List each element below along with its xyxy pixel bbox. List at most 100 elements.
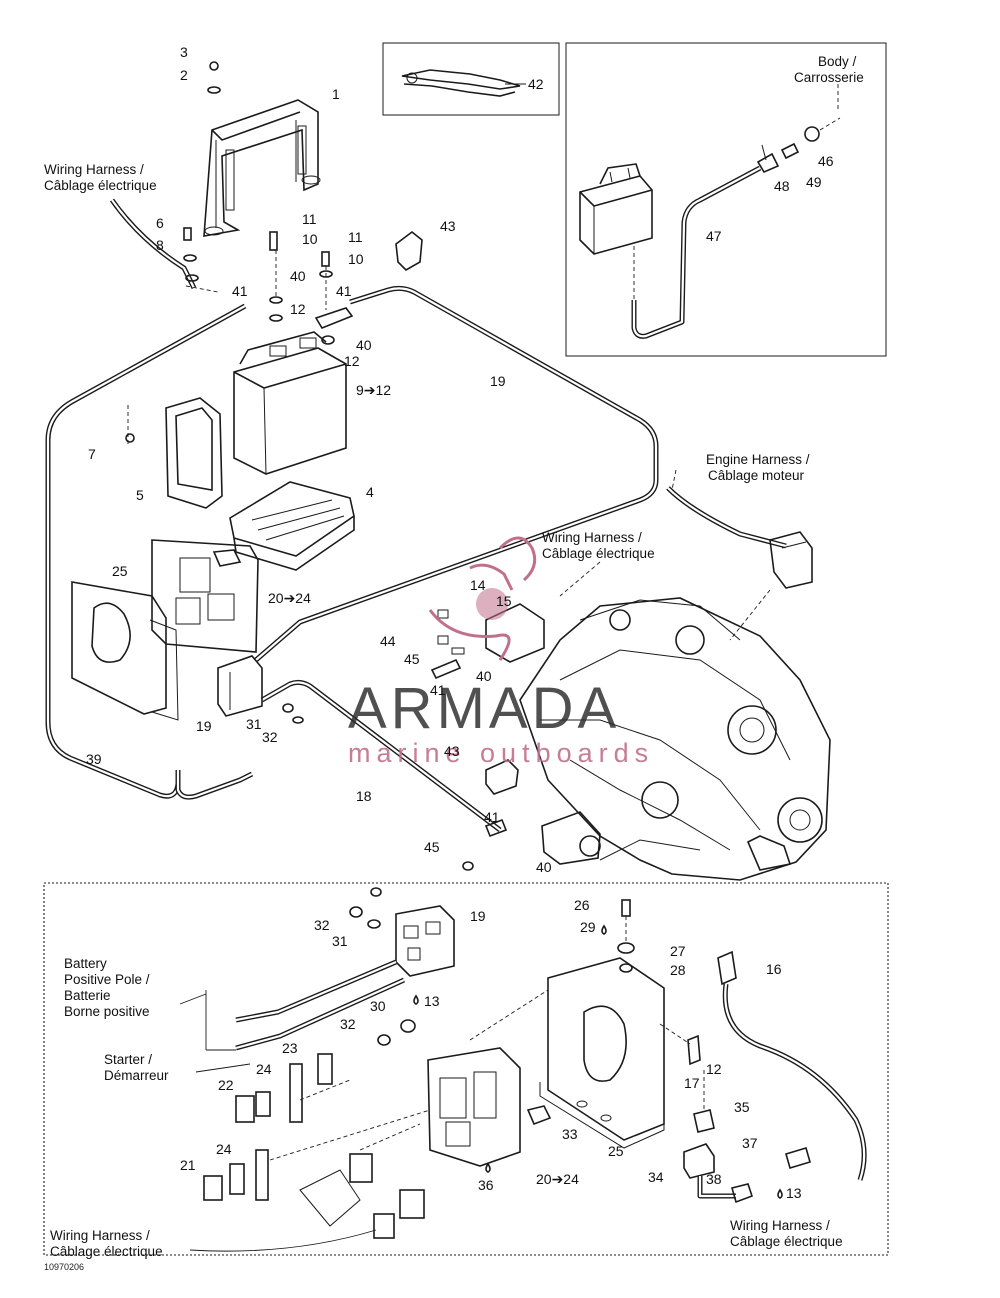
- callout-40b: 40: [356, 337, 372, 353]
- solenoid-15: [437, 603, 545, 663]
- battery: [233, 331, 347, 475]
- hardware-2-3: [207, 61, 221, 94]
- callout-10a: 10: [302, 231, 318, 247]
- callout-11a: 11: [302, 211, 317, 227]
- callout-31b: 31: [332, 933, 348, 949]
- callout-34: 34: [648, 1169, 664, 1185]
- callout-25a: 25: [112, 563, 128, 579]
- note-starter-2: Démarreur: [104, 1068, 169, 1083]
- lower-plate-25: [539, 957, 665, 1149]
- battery-pad: [165, 397, 223, 509]
- callout-37: 37: [742, 1135, 758, 1151]
- callout-40d: 40: [536, 859, 552, 875]
- terminal-lead-41: [430, 658, 508, 871]
- callout-49: 49: [806, 174, 822, 190]
- notes: Wiring Harness / Câblage électrique Body…: [44, 54, 864, 1259]
- inset-frame-tool: [382, 42, 560, 116]
- callout-42: 42: [528, 76, 544, 92]
- callout-32c: 32: [340, 1016, 356, 1032]
- ground-terminal-48-49: [756, 84, 841, 174]
- note-wiring-harness-bl-2: Câblage électrique: [50, 1244, 163, 1259]
- note-wiring-harness-mid-1: Wiring Harness /: [542, 530, 642, 545]
- callout-12b: 12: [344, 353, 360, 369]
- callout-48: 48: [774, 178, 790, 194]
- note-battery-1: Battery: [64, 956, 107, 971]
- callout-8: 8: [156, 237, 164, 253]
- hardware-31-32: [282, 703, 304, 724]
- callout-46: 46: [818, 153, 834, 169]
- note-wiring-harness-mid-2: Câblage électrique: [542, 546, 655, 561]
- callout-30: 30: [370, 998, 386, 1014]
- engine-assembly: [519, 597, 831, 881]
- callout-13b: 13: [786, 1185, 802, 1201]
- callout-31a: 31: [246, 716, 262, 732]
- lower-screws-26-29: [617, 899, 635, 973]
- lower-battery-cables: [205, 959, 406, 1051]
- lower-relay-34: [683, 1109, 754, 1204]
- watermark-logo: ARMADA marine outboards: [348, 536, 648, 768]
- battery-tray: [229, 481, 355, 571]
- note-starter-1: Starter /: [104, 1052, 152, 1067]
- callout-43b: 43: [444, 743, 460, 759]
- note-body-1: Body /: [818, 54, 857, 69]
- terminal-cap-43-top: [395, 230, 423, 271]
- callout-41a: 41: [232, 283, 248, 299]
- callout-28: 28: [670, 962, 686, 978]
- callout-19b: 19: [196, 718, 212, 734]
- note-engine-harness-2: Câblage moteur: [708, 468, 805, 483]
- callout-10b: 10: [348, 251, 364, 267]
- callout-35: 35: [734, 1099, 750, 1115]
- note-wiring-harness-br-1: Wiring Harness /: [730, 1218, 830, 1233]
- callout-29: 29: [580, 919, 596, 935]
- callout-33: 33: [562, 1126, 578, 1142]
- inset-battery: [579, 163, 653, 305]
- callout-16: 16: [766, 961, 782, 977]
- drop-icons: [413, 924, 783, 1199]
- callout-45b: 45: [424, 839, 440, 855]
- lower-relay-19: [395, 905, 455, 977]
- callout-7: 7: [88, 446, 96, 462]
- lower-connector-right: [785, 1147, 811, 1169]
- callout-2: 2: [180, 67, 188, 83]
- callout-24b: 24: [216, 1141, 232, 1157]
- note-battery-4: Borne positive: [64, 1004, 150, 1019]
- crimp-tool: [401, 69, 521, 97]
- callout-32a: 32: [262, 729, 278, 745]
- figure-reference: 10970206: [44, 1262, 84, 1272]
- callout-32b: 32: [314, 917, 330, 933]
- note-wiring-harness-top-2: Câblage électrique: [44, 178, 157, 193]
- callout-41c: 41: [430, 682, 446, 698]
- hardware-6-8: [183, 227, 199, 282]
- callout-20-24a: 20➔24: [268, 590, 311, 606]
- callout-15: 15: [496, 593, 512, 609]
- callout-26: 26: [574, 897, 590, 913]
- callout-14: 14: [470, 577, 486, 593]
- lower-hardware-31-32: [349, 887, 382, 929]
- callout-40c: 40: [476, 668, 492, 684]
- callout-3: 3: [180, 44, 188, 60]
- callout-45a: 45: [404, 651, 420, 667]
- callout-12c: 12: [706, 1061, 722, 1077]
- callout-17: 17: [684, 1075, 700, 1091]
- callout-41d: 41: [484, 809, 500, 825]
- note-wiring-harness-bl-1: Wiring Harness /: [50, 1228, 150, 1243]
- ground-cable-47: [631, 165, 762, 339]
- battery-bracket: [203, 99, 321, 237]
- callout-25b: 25: [608, 1143, 624, 1159]
- callout-40a: 40: [290, 268, 306, 284]
- callout-39: 39: [86, 751, 102, 767]
- lower-module-20-24: [427, 1047, 521, 1167]
- callout-36: 36: [478, 1177, 494, 1193]
- callout-21: 21: [180, 1157, 196, 1173]
- callout-27: 27: [670, 943, 686, 959]
- engine-harness-connector: [666, 486, 813, 589]
- callout-22: 22: [218, 1077, 234, 1093]
- lower-sensor-16: [717, 950, 867, 1181]
- callout-41b: 41: [336, 283, 352, 299]
- callout-18: 18: [356, 788, 372, 804]
- note-battery-2: Positive Pole /: [64, 972, 150, 987]
- callout-6: 6: [156, 215, 164, 231]
- lower-bracket-33: [526, 1105, 552, 1126]
- callout-13a: 13: [424, 993, 440, 1009]
